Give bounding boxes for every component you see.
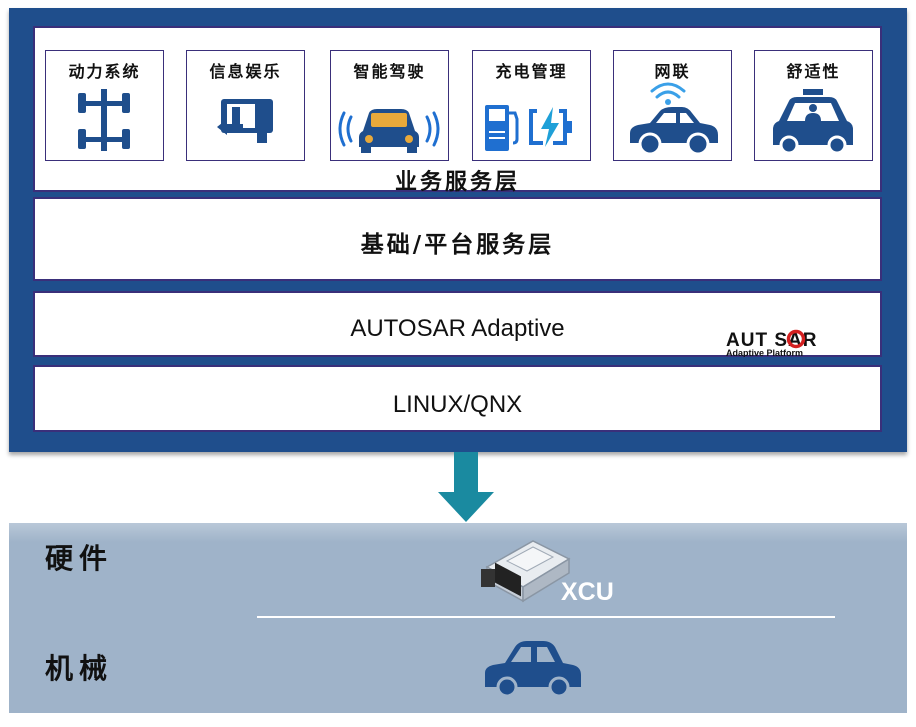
autosar-layer-title: AUTOSAR Adaptive <box>350 315 565 342</box>
charging-icon <box>485 105 572 151</box>
hardware-label: 硬件 <box>45 542 114 575</box>
autosar-logo: AUT SAR Adaptive Platform <box>724 329 874 358</box>
taxi-comfort-icon <box>773 89 853 155</box>
service-powertrain[interactable]: 动力系统 <box>45 50 164 161</box>
autosar-logo-sub: Adaptive Platform <box>726 348 803 357</box>
down-arrow-icon <box>438 452 494 522</box>
autosar-layer: AUTOSAR Adaptive AUT SAR Adaptive Platfo… <box>33 291 882 358</box>
connected-car-icon <box>630 82 718 156</box>
service-label: 充电管理 <box>495 62 568 81</box>
ecu-module-icon <box>481 540 571 603</box>
os-layer-title: LINUX/QNX <box>392 391 523 418</box>
service-connected[interactable]: 网联 <box>613 50 732 161</box>
service-infotainment[interactable]: 信息娱乐 <box>186 50 305 161</box>
os-layer: LINUX/QNX <box>33 365 882 432</box>
layer-divider <box>257 616 835 618</box>
software-stack: 动力系统 信息娱乐 <box>9 8 907 452</box>
car-icon <box>485 641 581 695</box>
xcu-label: XCU <box>561 578 614 606</box>
mechanical-label: 机械 <box>45 652 114 685</box>
service-label: 信息娱乐 <box>209 62 282 81</box>
business-service-layer: 动力系统 信息娱乐 <box>33 26 882 195</box>
service-label: 动力系统 <box>68 62 141 81</box>
service-comfort[interactable]: 舒适性 <box>754 50 873 161</box>
service-smart-driving[interactable]: 智能驾驶 <box>330 50 449 161</box>
platform-service-layer: 基础/平台服务层 <box>33 197 882 281</box>
business-layer-title: 业务服务层 <box>394 170 520 195</box>
platform-layer-title: 基础/平台服务层 <box>360 232 555 258</box>
chassis-icon <box>78 89 130 151</box>
hardware-mechanical-band: 硬件 机械 XCU <box>9 523 907 713</box>
touchscreen-icon <box>217 99 273 143</box>
service-label: 网联 <box>654 62 691 81</box>
service-label: 舒适性 <box>786 62 841 81</box>
car-sensor-icon <box>338 109 440 153</box>
service-label: 智能驾驶 <box>353 62 426 81</box>
service-charging[interactable]: 充电管理 <box>472 50 591 161</box>
